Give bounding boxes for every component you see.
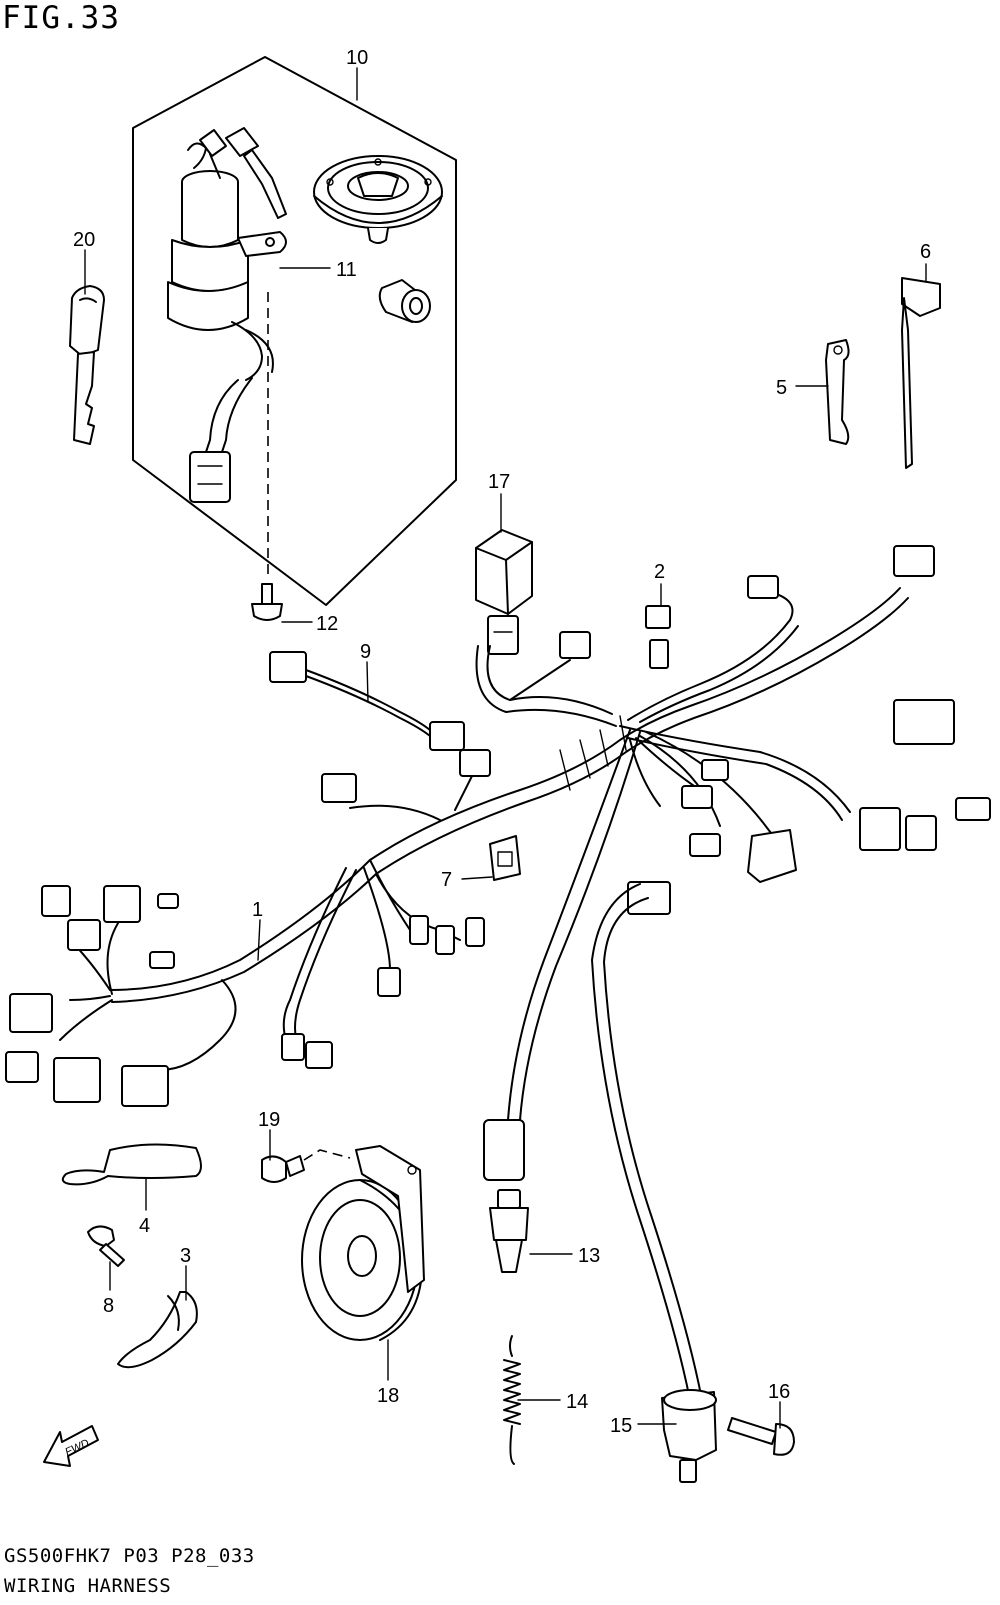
harness-connectors-right[interactable] bbox=[281, 545, 991, 1181]
figure-name: WIRING HARNESS bbox=[4, 1575, 172, 1597]
fuel-cap-drawing[interactable] bbox=[313, 155, 443, 244]
ignition-switch-drawing[interactable] bbox=[167, 127, 287, 503]
switch-15-drawing[interactable] bbox=[591, 883, 717, 1483]
model-code: GS500FHK7 P03 P28_033 bbox=[4, 1545, 255, 1567]
callout-part-18: 18 bbox=[377, 1385, 399, 1407]
fuse-2-drawing[interactable] bbox=[645, 605, 671, 669]
callout-part-11: 11 bbox=[336, 259, 357, 281]
callout-part-5: 5 bbox=[776, 377, 787, 399]
callout-part-16: 16 bbox=[768, 1381, 790, 1403]
bolt-19-drawing[interactable] bbox=[261, 1149, 351, 1183]
callout-part-17: 17 bbox=[488, 471, 510, 493]
callout-part-9: 9 bbox=[360, 641, 371, 663]
spring-14-drawing[interactable] bbox=[503, 1335, 521, 1465]
bracket-4-drawing[interactable] bbox=[61, 1143, 202, 1186]
harness-connectors-left[interactable] bbox=[5, 885, 179, 1107]
callout-part-15: 15 bbox=[610, 1415, 632, 1437]
callout-part-19: 19 bbox=[258, 1109, 280, 1131]
horn-18-drawing[interactable] bbox=[301, 1145, 425, 1341]
fwd-arrow: FWD bbox=[43, 1425, 99, 1467]
callout-labels: 10 11 12 20 6 5 17 2 9 7 1 4 8 3 19 18 1… bbox=[73, 47, 931, 1437]
callout-part-7: 7 bbox=[441, 869, 452, 891]
clip-7-drawing[interactable] bbox=[489, 835, 521, 881]
callout-part-3: 3 bbox=[180, 1245, 191, 1267]
callout-part-14: 14 bbox=[566, 1391, 588, 1413]
switch-13-drawing[interactable] bbox=[489, 1189, 529, 1273]
callout-part-8: 8 bbox=[103, 1295, 114, 1317]
callout-part-2: 2 bbox=[654, 561, 665, 583]
ignition-kit-box bbox=[132, 56, 457, 606]
callout-leaders bbox=[84, 67, 927, 1429]
screw-8-drawing[interactable] bbox=[87, 1225, 125, 1267]
clamp-5-drawing[interactable] bbox=[825, 339, 850, 445]
callout-part-1: 1 bbox=[252, 899, 263, 921]
seat-lock-drawing[interactable] bbox=[378, 279, 431, 323]
bolt-12-drawing[interactable] bbox=[251, 583, 283, 621]
callout-part-4: 4 bbox=[139, 1215, 150, 1237]
bolt-16-drawing[interactable] bbox=[727, 1417, 795, 1456]
callout-part-6: 6 bbox=[920, 241, 931, 263]
cable-tie-6-drawing[interactable] bbox=[901, 277, 941, 469]
clamp-3-drawing[interactable] bbox=[117, 1291, 198, 1369]
key-blank-drawing[interactable] bbox=[69, 285, 105, 445]
relay-17-drawing[interactable] bbox=[475, 529, 533, 655]
sub-harness-9-drawing[interactable] bbox=[269, 651, 465, 751]
callout-part-13: 13 bbox=[578, 1245, 600, 1267]
callout-part-10: 10 bbox=[346, 47, 368, 69]
callout-part-12: 12 bbox=[316, 613, 338, 635]
figure-title: FIG.33 bbox=[2, 0, 120, 36]
callout-part-20: 20 bbox=[73, 229, 95, 251]
main-harness-drawing[interactable] bbox=[59, 587, 909, 1121]
